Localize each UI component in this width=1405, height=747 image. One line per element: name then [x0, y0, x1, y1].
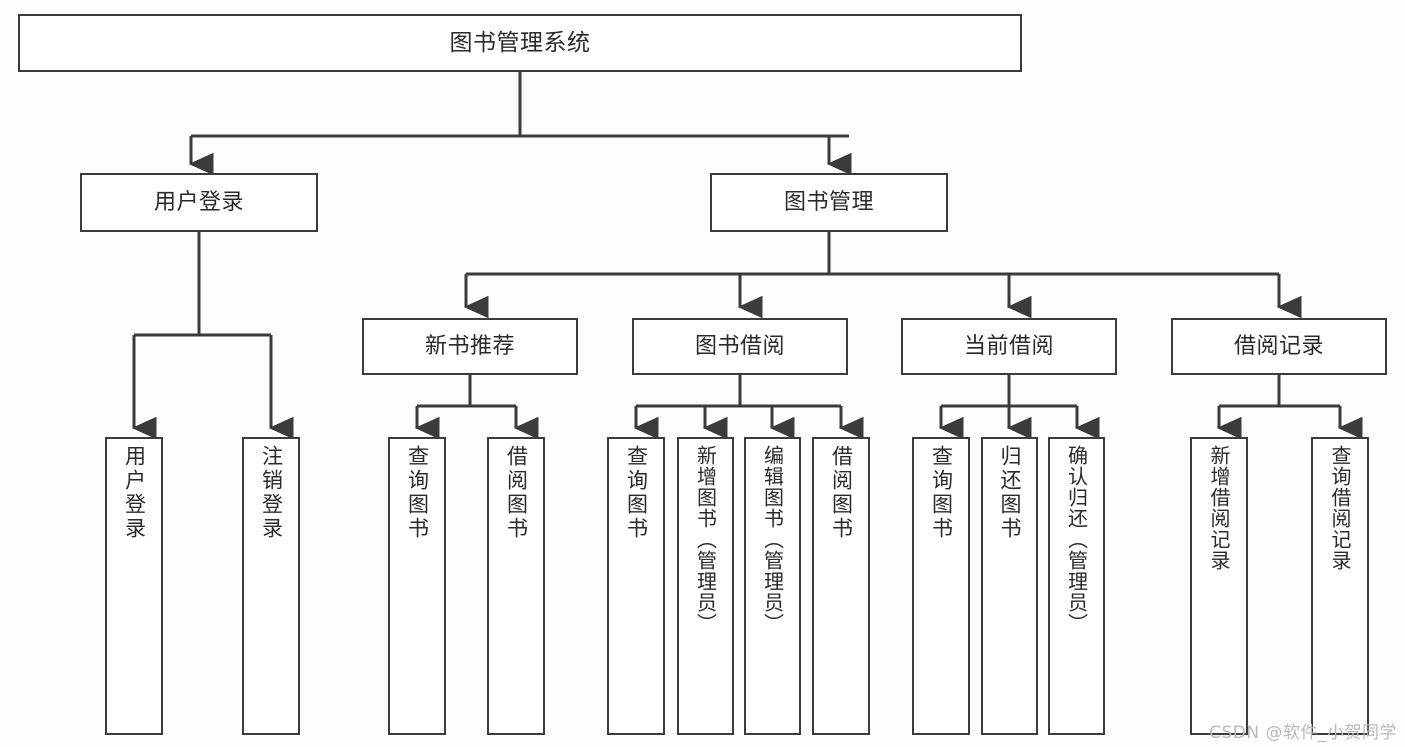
leaf-query-book-borrow[interactable]: 查询图书: [607, 437, 665, 735]
node-new-book-recommendation[interactable]: 新书推荐: [362, 318, 578, 375]
node-label: 编辑图书（管理员）: [760, 445, 785, 634]
csdn-watermark: CSDN @软件_小贺同学: [1209, 723, 1397, 743]
node-book-manage[interactable]: 图书管理: [710, 173, 948, 232]
node-user-login[interactable]: 用户登录: [80, 173, 318, 232]
leaf-confirm-return-admin[interactable]: 确认归还（管理员）: [1048, 437, 1105, 735]
node-label: 查询图书: [929, 445, 954, 541]
leaf-borrow-book-new[interactable]: 借阅图书: [487, 437, 545, 735]
node-label: 借阅图书: [504, 445, 529, 541]
node-label: 新书推荐: [424, 333, 515, 359]
leaf-borrow-book[interactable]: 借阅图书: [812, 437, 870, 735]
node-current-borrow[interactable]: 当前借阅: [901, 318, 1117, 375]
node-label: 当前借阅: [963, 333, 1054, 359]
leaf-query-book-current[interactable]: 查询图书: [912, 437, 970, 735]
node-label: 新增借阅记录: [1207, 445, 1231, 571]
node-label: 图书借阅: [694, 333, 785, 359]
leaf-return-book[interactable]: 归还图书: [981, 437, 1038, 735]
leaf-query-book-new[interactable]: 查询图书: [388, 437, 446, 735]
leaf-add-borrow-record[interactable]: 新增借阅记录: [1190, 437, 1248, 735]
node-label: 借阅图书: [829, 445, 854, 541]
node-label: 图书管理: [783, 189, 874, 215]
node-book-borrow[interactable]: 图书借阅: [632, 318, 848, 375]
node-label: 图书管理系统: [449, 29, 591, 56]
node-label: 归还图书: [998, 445, 1022, 541]
leaf-user-login[interactable]: 用户登录: [105, 437, 163, 735]
node-label: 确认归还（管理员）: [1064, 445, 1089, 634]
node-label: 借阅记录: [1233, 333, 1324, 359]
node-label: 查询图书: [405, 445, 430, 541]
node-label: 用户登录: [153, 189, 244, 215]
leaf-user-logout[interactable]: 注销登录: [242, 437, 300, 735]
node-label: 查询图书: [624, 445, 649, 541]
leaf-query-borrow-record[interactable]: 查询借阅记录: [1311, 437, 1369, 735]
node-label: 注销登录: [259, 445, 284, 541]
node-root-system[interactable]: 图书管理系统: [18, 14, 1022, 72]
node-borrow-record[interactable]: 借阅记录: [1171, 318, 1387, 375]
node-label: 用户登录: [122, 445, 147, 541]
leaf-edit-book-admin[interactable]: 编辑图书（管理员）: [744, 437, 801, 735]
leaf-add-book-admin[interactable]: 新增图书（管理员）: [677, 437, 734, 735]
node-label: 查询借阅记录: [1328, 445, 1352, 571]
node-label: 新增图书（管理员）: [693, 445, 718, 634]
